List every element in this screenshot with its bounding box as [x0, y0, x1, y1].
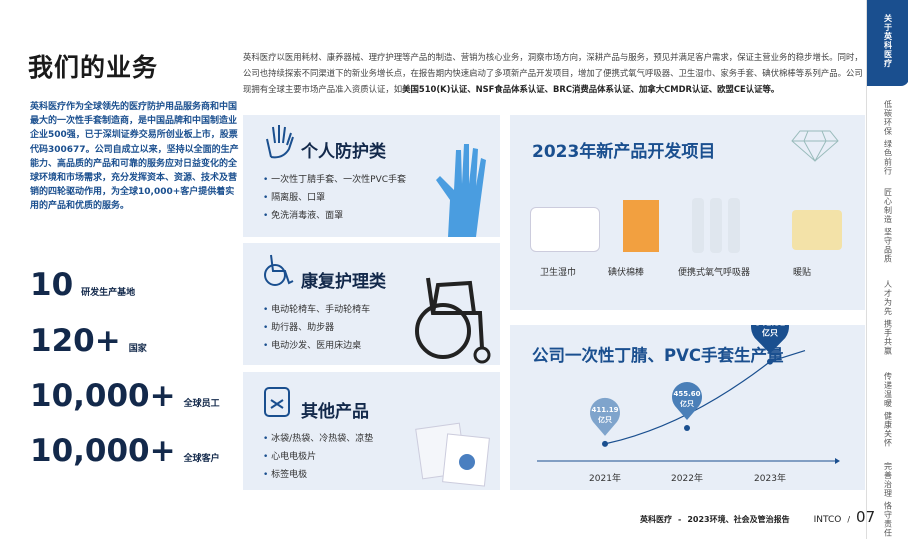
wheelchair-icon	[264, 254, 294, 286]
data-label: 455.60	[673, 390, 700, 398]
list-item: 助行器、助步器	[263, 319, 370, 337]
data-point	[684, 425, 690, 431]
x-tick-label: 2021年	[589, 472, 621, 484]
data-pin	[672, 382, 702, 420]
x-tick-label: 2022年	[671, 472, 703, 484]
stat-label: 全球员工	[183, 399, 220, 409]
stat-label: 全球客户	[183, 454, 220, 464]
wheelchair-image	[415, 277, 491, 364]
sidebar-item-governance[interactable]: 完善治理 恪守责任	[883, 462, 893, 538]
category-list: 一次性丁腈手套、一次性PVC手套隔离服、口罩免洗消毒液、面罩	[263, 171, 406, 225]
page-number: 07	[856, 508, 876, 526]
warmer-patch-image	[792, 210, 842, 250]
product-label: 卫生湿巾	[540, 268, 577, 278]
category-title: 个人防护类	[301, 142, 386, 162]
sidebar-nav: 关于英科医疗 低碳环保 绿色前行 匠心制造 坚守品质 人才为先 携手共赢 传递温…	[866, 0, 908, 539]
footer-separator: -	[678, 515, 682, 524]
data-pin	[751, 325, 789, 354]
category-title: 康复护理类	[301, 272, 386, 292]
cotton-swab-image	[623, 200, 659, 252]
stat-customers: 10,000+ 全球客户	[30, 436, 220, 467]
stat-label: 研发生产基地	[81, 288, 136, 298]
sidebar-item-care[interactable]: 传递温暖 健康关怀	[883, 372, 893, 448]
sidebar-item-talent[interactable]: 人才为先 携手共赢	[883, 280, 893, 356]
product-label: 便携式氧气呼吸器	[678, 268, 751, 278]
stat-countries: 120+ 国家	[30, 326, 147, 357]
x-axis-arrow	[835, 458, 840, 464]
description-text: 英科医疗以医用耗材、康养器械、理疗护理等产品的制造、营销为核心业务，洞察市场方向…	[243, 52, 863, 94]
category-title: 其他产品	[301, 402, 369, 422]
card-rehabilitation: 康复护理类 电动轮椅车、手动轮椅车助行器、助步器电动沙发、医用床边桌	[243, 243, 500, 365]
ice-pack-icon	[264, 387, 290, 417]
sidebar-item-quality[interactable]: 匠心制造 坚守品质	[883, 188, 893, 264]
data-label: 411.19	[591, 406, 618, 414]
sidebar-item-about[interactable]: 关于英科医疗	[867, 0, 908, 86]
card-personal-protection: 个人防护类 一次性丁腈手套、一次性PVC手套隔离服、口罩免洗消毒液、面罩	[243, 115, 500, 237]
certifications: 美国510(K)认证、NSF食品体系认证、BRC消费品体系认证、加拿大CMDR认…	[402, 84, 780, 94]
x-tick-label: 2023年	[754, 472, 786, 484]
oxygen-image	[692, 198, 704, 253]
list-item: 电动沙发、医用床边桌	[263, 337, 370, 355]
stat-label: 国家	[128, 344, 147, 354]
hand-icon	[266, 125, 294, 159]
intro-text: 英科医疗作为全球领先的医疗防护用品服务商和中国最大的一次性手套制造商，是中国品牌…	[30, 102, 239, 212]
data-point	[767, 358, 773, 365]
business-description: 英科医疗以医用耗材、康养器械、理疗护理等产品的制造、营销为核心业务，洞察市场方向…	[243, 49, 863, 97]
list-item: 标签电极	[263, 466, 373, 484]
data-label: 641.52	[755, 325, 786, 328]
diamond-icon	[791, 130, 839, 163]
category-list: 冰袋/热袋、冷热袋、凉垫心电电极片标签电极	[263, 430, 373, 484]
chart-title: 公司一次性丁腈、PVC手套生产量	[532, 346, 784, 365]
oxygen-image	[710, 198, 722, 253]
card-other-products: 其他产品 冰袋/热袋、冷热袋、凉垫心电电极片标签电极	[243, 372, 500, 490]
list-item: 隔离服、口罩	[263, 189, 406, 207]
stat-employees: 10,000+ 全球员工	[30, 381, 220, 412]
new-products-title: 2023年新产品开发项目	[532, 142, 716, 162]
stat-bases: 10 研发生产基地	[30, 270, 135, 301]
data-unit: 亿只	[598, 415, 612, 424]
data-pin	[590, 397, 620, 436]
footer-report: 2023环境、社会及管治报告	[687, 515, 790, 524]
stat-number: 10,000+	[30, 378, 176, 414]
footer: 英科医疗 - 2023环境、社会及管治报告 INTCO / 07	[640, 508, 875, 526]
footer-company: 英科医疗	[640, 515, 672, 524]
list-item: 一次性丁腈手套、一次性PVC手套	[263, 171, 406, 189]
data-unit: 亿只	[680, 399, 694, 408]
stat-number: 120+	[30, 323, 121, 359]
sidebar-item-green[interactable]: 低碳环保 绿色前行	[883, 100, 893, 176]
oxygen-image	[728, 198, 740, 253]
page-title: 我们的业务	[28, 53, 159, 82]
data-unit: 亿只	[762, 328, 778, 338]
data-point	[602, 440, 608, 447]
footer-brand: INTCO	[813, 515, 842, 525]
list-item: 免洗消毒液、面罩	[263, 207, 406, 225]
product-label: 碘伏棉棒	[608, 268, 645, 278]
list-item: 心电电极片	[263, 448, 373, 466]
footer-slash: /	[847, 515, 851, 524]
ice-pack-image	[415, 422, 490, 487]
list-item: 冰袋/热袋、冷热袋、凉垫	[263, 430, 373, 448]
wet-wipes-image	[530, 207, 600, 252]
stat-number: 10	[30, 267, 74, 303]
product-label: 暖贴	[793, 268, 812, 278]
series-line	[604, 350, 806, 445]
category-list: 电动轮椅车、手动轮椅车助行器、助步器电动沙发、医用床边桌	[263, 301, 370, 355]
stat-number: 10,000+	[30, 433, 176, 469]
list-item: 电动轮椅车、手动轮椅车	[263, 301, 370, 319]
glove-image	[436, 144, 486, 237]
card-new-products: 2023年新产品开发项目 卫生湿巾 碘伏棉棒 便携式氧气呼吸器 暖贴	[510, 115, 865, 310]
